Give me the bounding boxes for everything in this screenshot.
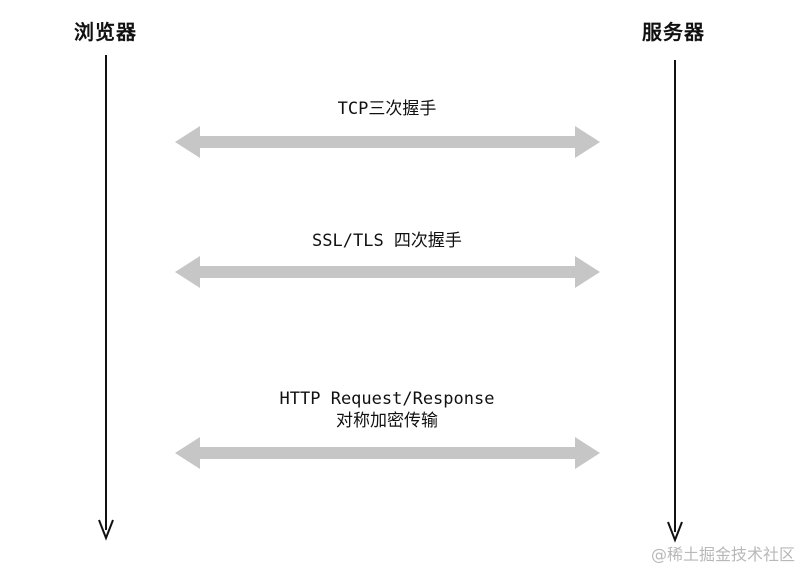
tcp-handshake-label-line1: TCP三次握手 xyxy=(337,99,437,119)
http-transfer-label: HTTP Request/Response 对称加密传输 xyxy=(177,388,597,432)
ssl-handshake-arrow xyxy=(175,256,600,288)
browser-participant-label: 浏览器 xyxy=(74,20,137,44)
ssl-handshake-label-line1: SSL/TLS 四次握手 xyxy=(312,231,462,251)
tcp-handshake-label: TCP三次握手 xyxy=(177,98,597,120)
http-transfer-label-line1: HTTP Request/Response xyxy=(279,389,495,409)
http-transfer-label-line2: 对称加密传输 xyxy=(336,411,438,431)
http-transfer-arrow xyxy=(175,437,600,469)
tcp-handshake-arrow xyxy=(175,126,600,158)
server-participant-label: 服务器 xyxy=(642,20,705,44)
browser-lifeline xyxy=(98,55,114,541)
watermark: @稀土掘金技术社区 xyxy=(650,545,795,564)
ssl-handshake-label: SSL/TLS 四次握手 xyxy=(177,230,597,252)
server-lifeline xyxy=(667,60,683,543)
